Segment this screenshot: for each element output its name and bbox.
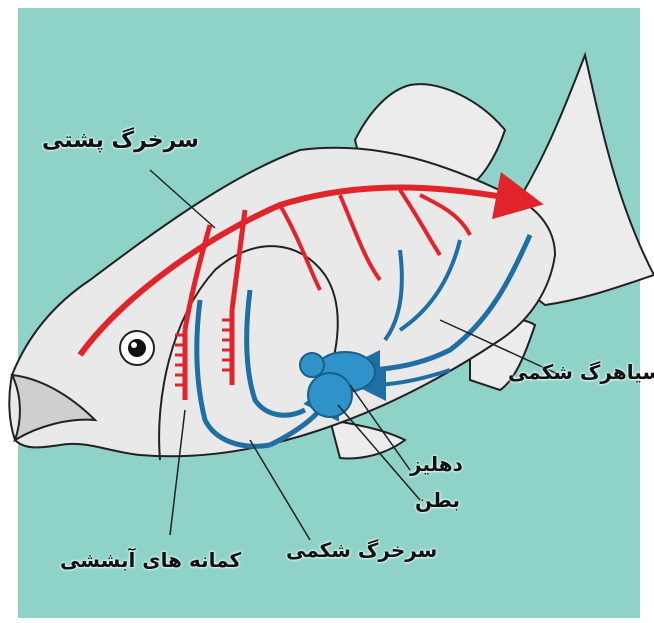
- heart-bulb: [300, 353, 324, 377]
- eye-pupil: [128, 339, 146, 357]
- ventricle-shape: [308, 373, 352, 417]
- eye-highlight: [131, 342, 137, 348]
- label-ventral-vein: سیاهرگ شکمی: [508, 360, 654, 384]
- label-ventral-aorta: سرخرگ شکمی: [286, 538, 437, 562]
- label-ventricle: بطن: [415, 488, 460, 512]
- label-gill-arches: کمانه های آبششی: [60, 548, 241, 572]
- label-atrium: دهلیز: [410, 452, 463, 476]
- label-dorsal-aorta: سرخرگ پشتی: [42, 128, 199, 153]
